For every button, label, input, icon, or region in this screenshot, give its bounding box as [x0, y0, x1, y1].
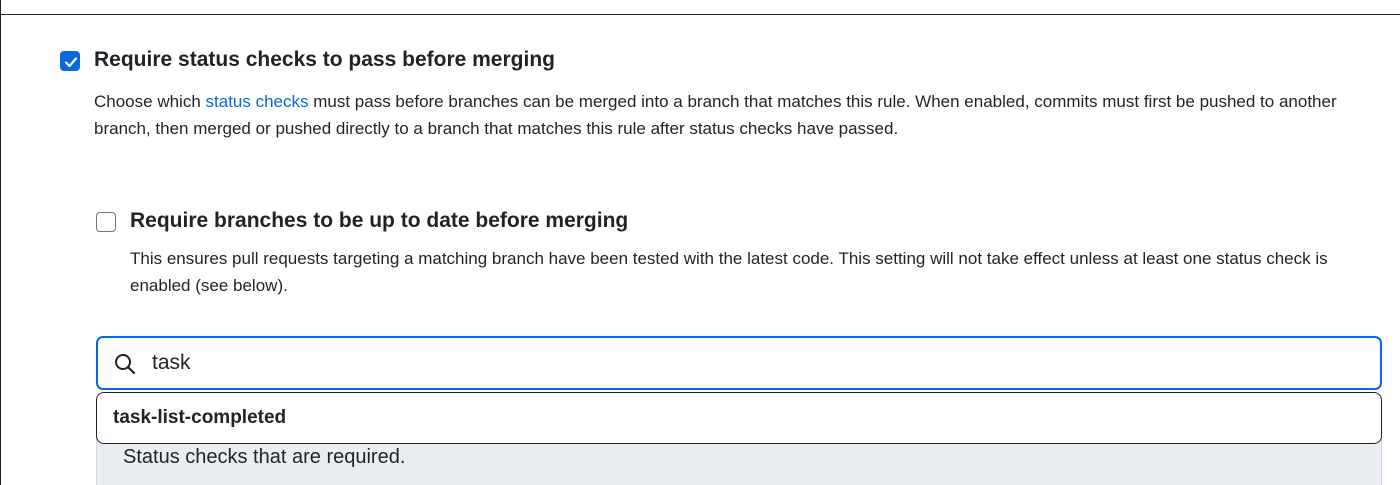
search-suggestions-dropdown: task-list-completed: [96, 392, 1382, 444]
status-checks-link[interactable]: status checks: [205, 92, 309, 111]
search-input[interactable]: [152, 346, 1352, 380]
require-status-checks-checkbox[interactable]: [60, 51, 80, 71]
require-status-checks-title[interactable]: Require status checks to pass before mer…: [94, 48, 555, 71]
description-text-end: must pass before branches can be merged …: [94, 92, 1337, 138]
search-icon: [115, 354, 136, 375]
require-up-to-date-title[interactable]: Require branches to be up to date before…: [130, 209, 629, 232]
section-left-border: [0, 14, 1, 485]
checkmark-icon: [64, 57, 78, 68]
suggestion-item[interactable]: task-list-completed: [113, 407, 287, 428]
status-check-search[interactable]: [96, 336, 1382, 390]
required-status-checks-label: Status checks that are required.: [123, 446, 406, 468]
previous-section-border: [0, 0, 1400, 15]
description-text-start: Choose which: [94, 92, 206, 111]
require-up-to-date-description: This ensures pull requests targeting a m…: [130, 249, 1328, 295]
require-up-to-date-checkbox[interactable]: [96, 212, 116, 232]
require-status-checks-description: Choose which status checks must pass bef…: [94, 88, 1384, 142]
